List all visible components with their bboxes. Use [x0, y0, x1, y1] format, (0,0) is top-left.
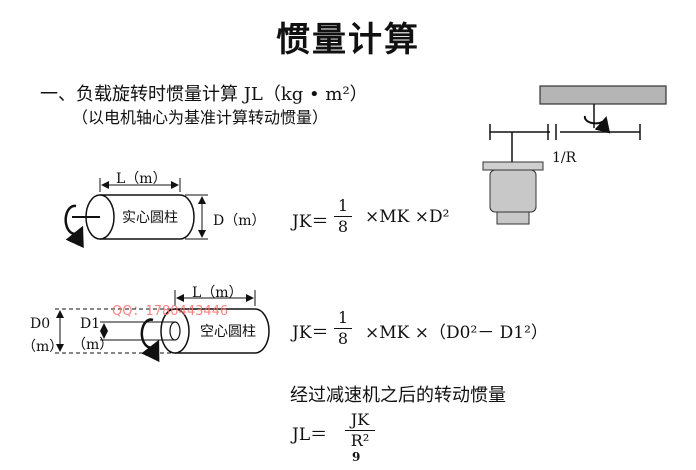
- fraction-bar: [334, 328, 352, 329]
- fraction-bar: [334, 216, 352, 217]
- hollow-cylinder-drawing: [55, 290, 270, 363]
- hollow-formula-fraction: 1 8: [334, 308, 352, 349]
- solid-cylinder-name: 实心圆柱: [122, 210, 178, 226]
- inner-diameter-label: D1: [80, 316, 101, 332]
- hollow-length-label: L（m）: [192, 285, 243, 301]
- section-subheading: （以电机轴心为基准计算转动惯量）: [72, 108, 329, 127]
- fraction-bar: [345, 430, 375, 431]
- solid-formula-rhs: ×MK ×D²: [365, 207, 450, 227]
- reducer-formula-denominator: R²: [350, 431, 370, 450]
- solid-cylinder-drawing: [64, 178, 208, 249]
- page-number: 9: [352, 450, 361, 464]
- solid-formula-denominator: 8: [337, 217, 349, 236]
- solid-diameter-label: D（m）: [213, 213, 266, 229]
- solid-formula-fraction: 1 8: [334, 196, 352, 237]
- solid-length-label: L（m）: [116, 171, 167, 187]
- reducer-caption: 经过减速机之后的转动惯量: [290, 385, 506, 406]
- solid-formula-numerator: 1: [337, 196, 349, 215]
- outer-diameter-unit: （m）: [22, 339, 64, 355]
- inner-diameter-unit: （m）: [72, 337, 114, 353]
- page-title: 惯量计算: [276, 20, 420, 60]
- hollow-cylinder-name: 空心圆柱: [200, 324, 256, 340]
- section-heading: 一、负载旋转时惯量计算 JL（kg • m²）: [40, 84, 368, 105]
- hollow-formula-denominator: 8: [337, 329, 349, 348]
- reducer-formula-numerator: JK: [350, 410, 370, 429]
- motor-schematic: [482, 85, 667, 225]
- outer-diameter-label: D0: [30, 316, 51, 332]
- qq-watermark: QQ：1780443446: [112, 304, 229, 319]
- solid-formula-lhs: JK＝: [292, 212, 329, 232]
- reducer-formula-fraction: JK R²: [345, 410, 375, 451]
- hollow-formula-lhs: JK＝: [292, 323, 329, 343]
- gear-ratio-label: 1/R: [552, 150, 577, 166]
- hollow-formula-numerator: 1: [337, 308, 349, 327]
- reducer-formula-lhs: JL＝: [292, 425, 328, 445]
- hollow-formula-rhs: ×MK ×（D0²－ D1²）: [365, 323, 548, 343]
